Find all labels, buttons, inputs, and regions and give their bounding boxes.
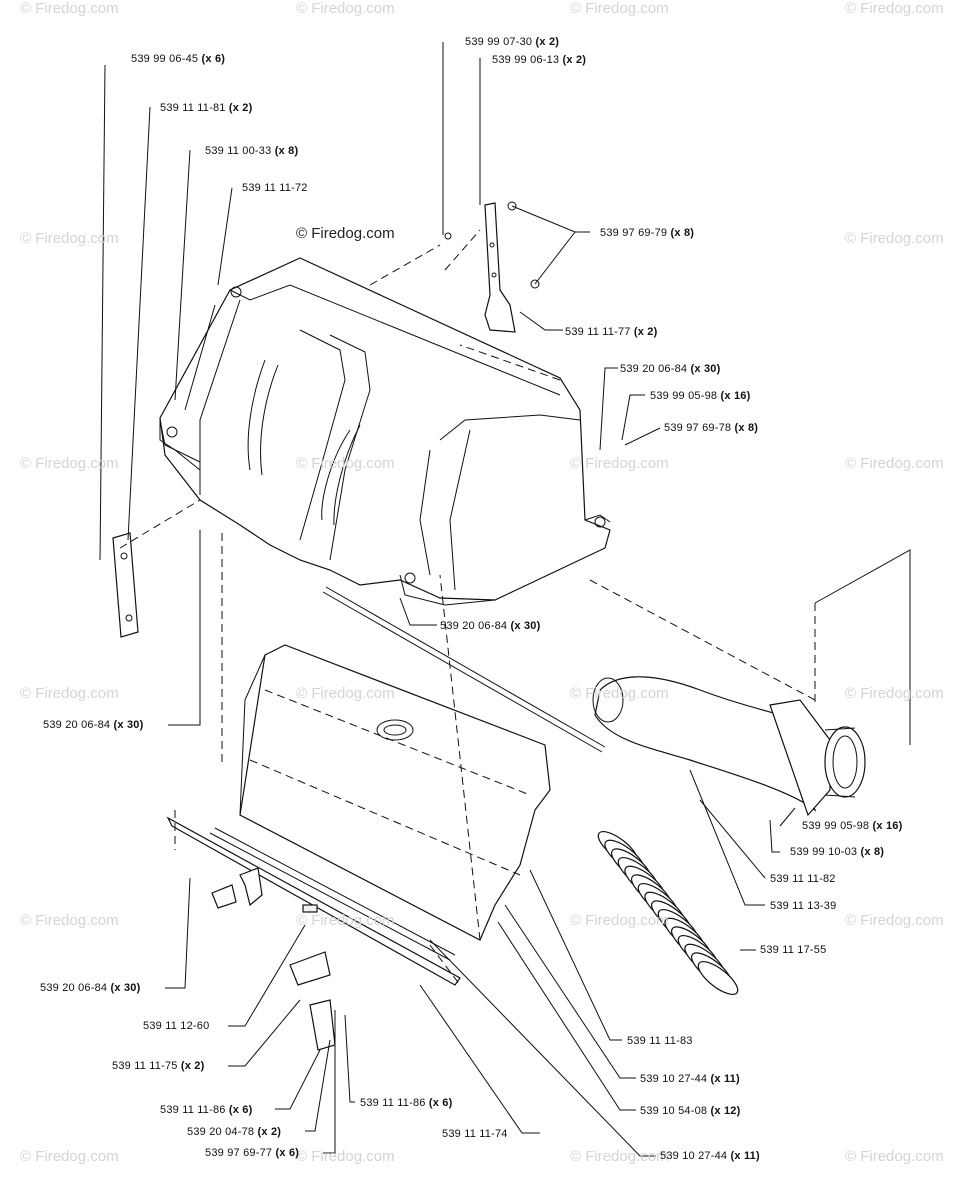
watermark: © Firedog.com (20, 685, 119, 702)
part-label: 539 97 69-79 (x 8) (600, 227, 695, 239)
part-label: 539 10 54-08 (x 12) (640, 1105, 741, 1117)
watermark: © Firedog.com (20, 912, 119, 929)
part-label: 539 20 06-84 (x 30) (440, 620, 541, 632)
hinge-brackets (211, 867, 336, 1051)
watermark: © Firedog.com (570, 912, 669, 929)
watermark: © Firedog.com (845, 0, 944, 17)
part-label: 539 11 11-86 (x 6) (160, 1104, 253, 1116)
chute-bracket (444, 201, 540, 333)
discharge-chute (592, 676, 866, 817)
watermark: © Firedog.com (296, 1148, 395, 1165)
watermark: © Firedog.com (20, 230, 119, 247)
watermark: © Firedog.com (845, 230, 944, 247)
watermark: © Firedog.com (296, 0, 395, 17)
watermark: © Firedog.com (20, 1148, 119, 1165)
part-label: 539 11 11-82 (770, 873, 836, 885)
watermark-center: © Firedog.com (296, 225, 395, 242)
watermark: © Firedog.com (845, 912, 944, 929)
watermark: © Firedog.com (570, 1148, 669, 1165)
part-label: 539 11 11-81 (x 2) (160, 102, 253, 114)
part-label: 539 99 07-30 (x 2) (465, 36, 560, 48)
part-label: 539 11 00-33 (x 8) (205, 145, 299, 157)
part-label: 539 11 11-75 (x 2) (112, 1060, 205, 1072)
part-label: 539 97 69-77 (x 6) (205, 1147, 300, 1159)
watermark: © Firedog.com (845, 685, 944, 702)
part-label: 539 99 06-45 (x 6) (131, 53, 226, 65)
part-label: 539 10 27-44 (x 11) (660, 1150, 760, 1162)
watermark: © Firedog.com (570, 685, 669, 702)
part-label: 539 11 17-55 (760, 944, 827, 956)
watermark: © Firedog.com (20, 455, 119, 472)
part-label: 539 11 13-39 (770, 900, 837, 912)
part-label: 539 11 11-83 (627, 1035, 693, 1047)
front-panel (239, 644, 551, 941)
part-label: 539 20 06-84 (x 30) (40, 982, 141, 994)
part-label: 539 99 05-98 (x 16) (650, 390, 751, 402)
part-label: 539 20 04-78 (x 2) (187, 1126, 282, 1138)
hinge-plate (112, 532, 139, 638)
part-label: 539 11 12-60 (143, 1020, 210, 1032)
part-label: 539 97 69-78 (x 8) (664, 422, 759, 434)
watermark: © Firedog.com (296, 912, 395, 929)
hose-rib (697, 961, 739, 995)
part-label: 539 20 06-84 (x 30) (620, 363, 721, 375)
part-label: 539 11 11-86 (x 6) (360, 1097, 453, 1109)
watermark: © Firedog.com (296, 455, 395, 472)
watermark: © Firedog.com (845, 1148, 944, 1165)
leader-lines (99, 42, 796, 1157)
watermark: © Firedog.com (845, 455, 944, 472)
part-label: 539 99 05-98 (x 16) (802, 820, 903, 832)
part-label: 539 20 06-84 (x 30) (43, 719, 144, 731)
seal-strip (322, 586, 606, 753)
flex-hose (597, 831, 739, 995)
part-label: 539 10 27-44 (x 11) (640, 1073, 740, 1085)
part-label: 539 11 11-72 (242, 182, 308, 194)
dashed-outline (119, 229, 911, 986)
part-label: 539 99 06-13 (x 2) (492, 54, 587, 66)
watermark: © Firedog.com (296, 685, 395, 702)
part-label: 539 11 11-74 (442, 1128, 508, 1140)
part-label: 539 99 10-03 (x 8) (790, 846, 885, 858)
watermark: © Firedog.com (570, 0, 669, 17)
part-label: 539 11 11-77 (x 2) (565, 326, 658, 338)
watermark: © Firedog.com (20, 0, 119, 17)
watermark: © Firedog.com (570, 455, 669, 472)
bottom-rail (166, 816, 461, 986)
hood-cover (159, 257, 611, 606)
